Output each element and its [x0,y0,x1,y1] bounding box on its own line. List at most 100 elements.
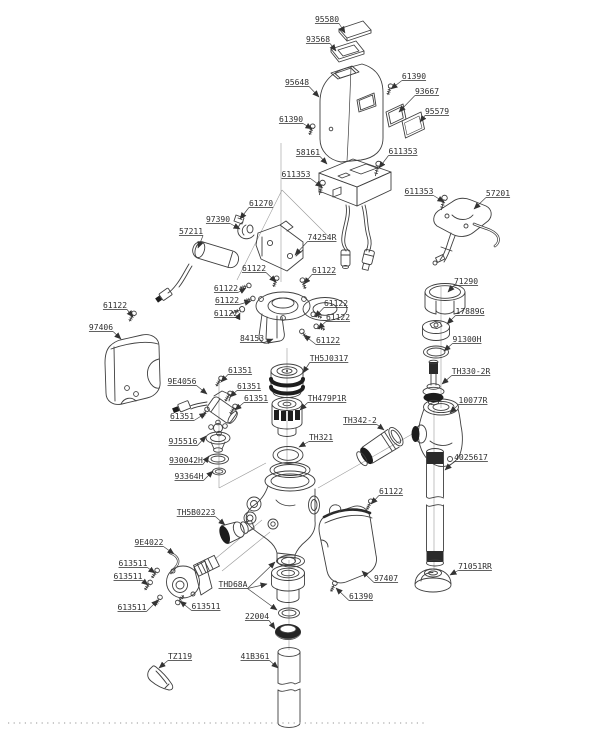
part-cap-71290 [424,283,466,315]
part-label-text: 9J5516 [169,437,198,446]
part-label-84153: 84153 [239,334,274,345]
part-label-text: 9E4022 [135,538,164,547]
part-label-4025617: 4025617 [444,453,488,471]
leader-line [338,23,346,34]
part-flange-ring-2 [302,297,348,321]
part-label-text: 61122 [103,301,127,310]
part-plug-TH5B0223 [219,520,255,545]
part-label-text: 61351 [228,366,252,375]
part-label-text: 84153 [240,334,264,343]
part-label-95648: 95648 [284,78,320,98]
part-label-61270: 61270 [239,199,273,220]
part-label-9e4022: 9E4022 [134,538,175,555]
leader-line [302,123,313,130]
part-label-text: 61122 [316,336,340,345]
leader-line [147,566,156,574]
part-oring-930042H [207,453,229,465]
leader-line [299,402,308,411]
leader-line [376,423,385,431]
part-label-61122: 61122 [213,284,247,294]
leader-line [303,274,313,285]
part-label-text: 57211 [179,227,203,236]
part-label-95580: 95580 [314,15,346,34]
leader-line [238,299,252,306]
part-label-text: 41B361 [241,652,270,661]
leader-line [239,207,250,220]
part-clip-TZ119 [147,665,174,691]
part-oring-91300H [423,345,449,359]
part-label-text: 93667 [415,87,439,96]
part-bracket-57201 [432,197,500,266]
part-label-text: 97390 [206,215,230,224]
part-label-th5b0223: TH5B0223 [176,508,226,526]
leader-line [237,287,247,294]
part-label-61351: 61351 [220,366,252,383]
leader-line [247,588,278,611]
part-label-text: TZ119 [168,652,192,661]
leader-line [202,455,210,465]
part-label-611353: 611353 [378,147,418,169]
part-pipe-4025617 [426,448,444,567]
part-label-text: 61351 [244,394,268,403]
leader-line [269,660,279,669]
leader-line [443,343,453,352]
part-gasket-93568 [330,40,365,63]
part-label-74254r: 74254R [294,233,337,256]
leader-line [229,223,241,230]
part-label-text: 61351 [237,382,261,391]
part-label-61122: 61122 [213,309,241,321]
part-label-text: TH330-2R [452,367,491,376]
leader-line [449,404,459,414]
part-label-th321: TH321 [298,433,333,448]
screw-613511 [142,578,154,592]
leader-line [319,156,328,165]
part-label-text: 95579 [425,107,449,116]
part-label-text: TH342-2 [343,416,377,425]
part-label-text: THD68A [219,580,248,589]
leader-line [112,331,122,340]
part-label-text: 10077R [459,396,488,405]
part-label-57211: 57211 [178,227,204,249]
leader-line [329,43,337,52]
part-label-71051rr: 71051RR [449,562,492,576]
part-label-61122: 61122 [314,299,348,318]
leader-line [446,315,456,325]
part-plate-95579 [401,111,425,139]
part-label-93568: 93568 [305,35,337,52]
part-label-th330-2r: TH330-2R [441,367,491,385]
part-label-text: 61122 [214,284,238,293]
part-label-text: 95648 [285,78,309,87]
part-cover-97407 [318,504,377,584]
part-label-th5j0317: TH5J0317 [302,354,348,374]
leader-line [361,570,375,583]
screw-61122 [298,276,308,290]
part-label-text: 58161 [296,148,320,157]
part-label-41b361: 41B361 [240,652,279,669]
part-label-61390: 61390 [278,115,313,130]
leader-line [215,516,226,526]
part-label-text: 71051RR [458,562,492,571]
part-label-930042h: 930042H [169,455,210,465]
screw-61390 [385,82,395,96]
part-knob-17889G [422,320,450,341]
part-label-text: 61390 [402,72,426,81]
part-label-text: 613511 [192,602,221,611]
leader-line [473,197,487,210]
leader-line [449,569,459,576]
leader-line [179,600,192,611]
part-label-58161: 58161 [295,148,328,165]
screw-61122 [243,295,257,304]
leader-line [126,309,134,318]
part-battery-57211 [155,241,240,303]
part-label-text: 611353 [389,147,418,156]
leader-line [229,390,238,398]
screw-61122 [298,327,310,341]
part-label-text: 61390 [279,115,303,124]
part-stem-TH330-2R [422,359,445,406]
part-label-61122: 61122 [241,264,277,283]
part-label-text: 74254R [308,233,337,242]
leader-line [441,375,452,385]
part-label-61122: 61122 [370,487,403,505]
